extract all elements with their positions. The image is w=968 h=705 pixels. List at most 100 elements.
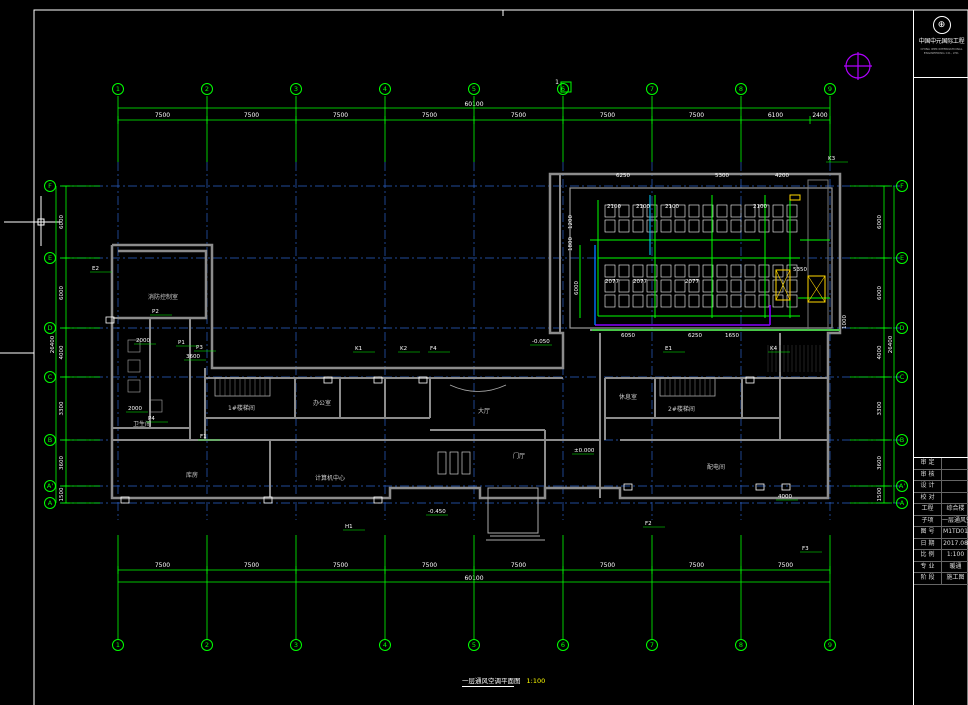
axis-bubble: [44, 180, 56, 192]
rack-unit: [772, 204, 784, 218]
title-block: ⊕ 中国中元国际工程 CHINA IPPR INTERNATIONAL ENGI…: [913, 10, 968, 705]
axis-bubble-label: 1: [116, 641, 120, 649]
section-marker: [560, 81, 572, 93]
axis-bubble-label: A: [48, 499, 53, 507]
wall-outline: [118, 249, 208, 320]
rack-unit: [772, 219, 784, 233]
rack-unit: [744, 204, 756, 218]
diffuser-icon: [755, 483, 765, 491]
dim-label: 6000: [59, 286, 65, 300]
rack-unit: [646, 264, 658, 278]
room-label: 配电间: [707, 464, 726, 471]
company-subname: CHINA IPPR INTERNATIONAL ENGINEERING CO.…: [920, 47, 963, 55]
rack-unit: [716, 279, 728, 293]
dim-label: 7500: [333, 562, 348, 569]
axis-bubble: [44, 480, 56, 492]
rack-unit: [688, 279, 700, 293]
equipment-tag: F2: [645, 521, 652, 527]
title-block-value: 一层通风空调: [942, 516, 968, 524]
axis-bubble-label: 6: [561, 85, 565, 93]
title-block-label: 图 号: [914, 527, 942, 538]
title-block-value: 综合楼: [946, 505, 965, 512]
title-block-row: 子项一层通风空调: [914, 515, 968, 527]
drawing-scale: 1:100: [526, 677, 546, 685]
title-block-row: 审 核: [914, 469, 968, 481]
rack-unit: [730, 294, 742, 308]
equipment-tag: F4: [430, 346, 437, 352]
rack-unit: [758, 204, 770, 218]
server-dim-label: 6250: [688, 333, 702, 339]
rack-unit: [730, 219, 742, 233]
axis-bubble: [112, 639, 124, 651]
diffuser-icon: [263, 496, 273, 504]
axis-bubble: [646, 639, 658, 651]
server-dim-label: 2077: [633, 279, 647, 285]
company-name: 中国中元国际工程: [918, 38, 965, 45]
stair-2: [659, 377, 716, 397]
room-label: 门厅: [513, 453, 526, 460]
rack-unit: [618, 264, 630, 278]
dim-label: 7500: [778, 562, 793, 569]
stair-1: [214, 377, 271, 397]
room-label: 办公室: [313, 400, 332, 407]
axis-bubble-label: 5: [472, 641, 476, 649]
diffuser-icon: [418, 376, 428, 384]
rack-unit: [646, 219, 658, 233]
rack-unit: [660, 219, 672, 233]
axis-bubble-label: E: [900, 254, 904, 262]
room-label: 库房: [186, 472, 199, 479]
axis-bubble-label: 4: [383, 85, 387, 93]
rack-unit: [786, 279, 798, 293]
axis-bubble: [735, 83, 747, 95]
dim-label: 1500: [59, 487, 65, 501]
axis-bubble-label: 2: [205, 641, 209, 649]
rack-unit: [632, 219, 644, 233]
equipment-tag: 2000: [128, 406, 142, 412]
axis-bubble: [290, 83, 302, 95]
axis-bubble-label: 5: [472, 85, 476, 93]
ac-unit: [789, 194, 801, 201]
rack-unit: [632, 294, 644, 308]
room-label: 卫生间: [133, 421, 152, 428]
equipment-tag: P3: [196, 345, 203, 351]
fixture: [127, 359, 141, 373]
rack-unit: [618, 204, 630, 218]
north-arrow-icon: [844, 52, 872, 80]
dim-total-label: 26400: [888, 335, 894, 353]
rack-unit: [674, 294, 686, 308]
company-logo: ⊕ 中国中元国际工程 CHINA IPPR INTERNATIONAL ENGI…: [914, 10, 968, 78]
reception-desk: [449, 384, 507, 392]
diffuser-icon: [120, 496, 130, 504]
axis-bubble-label: B: [900, 436, 904, 444]
axis-bubble-label: 1: [116, 85, 120, 93]
dim-label: 1500: [877, 487, 883, 501]
dim-label: 6000: [59, 215, 65, 229]
title-block-label: 专 业: [914, 561, 942, 572]
axis-bubble-label: 4: [383, 641, 387, 649]
rack-unit: [604, 294, 616, 308]
dim-label: 6100: [768, 112, 783, 119]
title-block-value: 施工图: [946, 574, 965, 581]
company-logo-icon: ⊕: [932, 16, 951, 34]
rack-unit: [604, 219, 616, 233]
rack-unit: [702, 264, 714, 278]
server-dim-label: 2100: [636, 204, 650, 210]
diffuser-icon: [373, 376, 383, 384]
title-underline: [462, 686, 514, 687]
diffuser-icon: [323, 376, 333, 384]
server-room-boundary: [569, 187, 833, 329]
title-block-value: [942, 458, 968, 469]
fixture: [127, 379, 141, 393]
server-dim-label: 1000: [842, 315, 848, 329]
fixture: [127, 339, 141, 353]
rack-unit: [744, 279, 756, 293]
rack-unit: [646, 204, 658, 218]
equipment-tag: E2: [92, 266, 99, 272]
outer-frame: [33, 9, 968, 705]
dim-label: 7500: [422, 112, 437, 119]
axis-bubble: [735, 639, 747, 651]
